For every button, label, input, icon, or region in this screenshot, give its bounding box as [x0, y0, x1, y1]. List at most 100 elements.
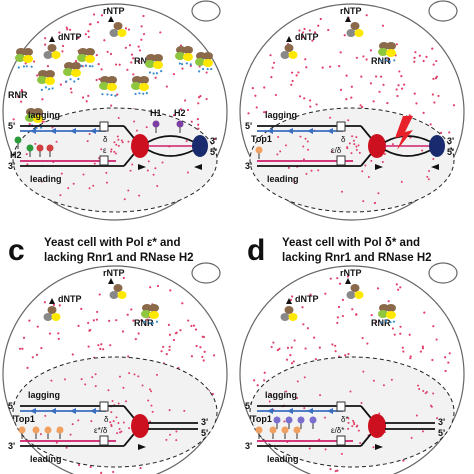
- nuclear-rntp-dot: [302, 158, 305, 161]
- dntp-dot: [152, 72, 155, 75]
- rntp-dot: [336, 469, 339, 472]
- rntp-dot: [376, 287, 380, 290]
- nuclear-rntp-dot: [150, 404, 153, 407]
- rntp-dot: [137, 45, 140, 48]
- incorporated-rntp-dot: [353, 143, 356, 146]
- rnr-subunit: [78, 48, 88, 56]
- nuclear-rntp-dot: [55, 140, 58, 143]
- rntp-dot: [338, 64, 341, 68]
- rntp-dot: [126, 313, 129, 316]
- incorporated-rntp-dot: [117, 144, 120, 147]
- rntp-dot: [431, 358, 434, 362]
- rntp-dot: [71, 353, 74, 356]
- okazaki-arrow: [307, 408, 313, 414]
- nuclear-rntp-dot: [421, 149, 424, 152]
- rntp-dot: [108, 319, 111, 322]
- nuclear-rntp-dot: [318, 438, 321, 441]
- nuclear-rntp-dot: [341, 190, 344, 193]
- rnr-subunit: [99, 82, 109, 90]
- rntp-dot: [311, 39, 314, 42]
- rntp-dot: [379, 75, 383, 78]
- rntp-dot: [26, 366, 29, 370]
- rntp-dot: [413, 60, 416, 63]
- rntp-dot: [87, 321, 90, 325]
- nuclear-rntp-dot: [303, 376, 306, 379]
- rntp-dot: [293, 339, 296, 342]
- rntp-dot: [93, 13, 96, 16]
- rntp-dot: [69, 87, 73, 90]
- dntp-dot: [114, 94, 117, 97]
- rntp-dot: [109, 52, 113, 56]
- rntp-dot: [369, 49, 373, 52]
- rntp-dot: [199, 346, 202, 349]
- rntp-dot: [382, 83, 385, 86]
- rntp-dot: [337, 305, 341, 309]
- nuclear-rntp-dot: [55, 441, 58, 444]
- nuclear-rntp-dot: [80, 378, 83, 381]
- rntp-dot: [95, 53, 98, 57]
- rntp-dot: [345, 74, 348, 77]
- rntp-dot: [100, 68, 103, 71]
- incorporated-rntp-dot: [118, 427, 121, 430]
- incorporated-rntp-dot: [352, 419, 355, 422]
- rntp-dot: [263, 379, 266, 382]
- rntp-dot: [87, 35, 90, 39]
- rntp-dot: [179, 108, 183, 111]
- rntp-dot: [336, 277, 339, 280]
- rntp-dot: [289, 354, 292, 357]
- incorporated-rntp-dot: [121, 141, 124, 144]
- rntp-dot: [95, 318, 98, 321]
- rnr-subunit: [203, 59, 213, 67]
- nuclear-rntp-dot: [183, 409, 186, 412]
- top1-marker: [18, 426, 26, 439]
- lagging-label: lagging: [28, 110, 60, 120]
- lagging-rntp-marker: [273, 416, 281, 429]
- leading-3prime-label: 3': [8, 161, 15, 171]
- lagging-rntp-marker: [285, 416, 293, 429]
- rnr-subunit: [141, 310, 151, 318]
- rntp-dot: [413, 92, 416, 95]
- nuclear-rntp-dot: [147, 160, 150, 163]
- rntp-dot: [362, 55, 365, 58]
- incorporated-rntp-dot: [115, 416, 118, 419]
- rntp-dot: [402, 350, 405, 353]
- rntp-dot: [156, 284, 160, 288]
- rntp-dot: [89, 328, 92, 332]
- cell-bud: [191, 262, 221, 284]
- rntp-dot: [138, 49, 142, 52]
- rntp-dot: [304, 347, 307, 350]
- nuclear-rntp-dot: [155, 373, 158, 376]
- rntp-dot: [437, 94, 440, 98]
- incorporated-rntp-dot: [350, 152, 353, 155]
- pin-head: [176, 120, 184, 128]
- dntp-cluster: [280, 306, 298, 321]
- incorporated-rntp-dot: [109, 421, 112, 424]
- dntp-dot: [178, 62, 181, 65]
- rntp-dot: [308, 29, 311, 32]
- rntp-dot: [183, 99, 187, 102]
- rntp-dot: [306, 327, 309, 330]
- nuclear-rntp-dot: [296, 380, 299, 383]
- rnase-h1-label: H1: [150, 108, 162, 118]
- rntp-dot: [81, 96, 85, 99]
- rntp-dot: [35, 353, 39, 356]
- rntp-dot: [413, 56, 416, 59]
- dntp-dot: [138, 92, 141, 95]
- nuclear-rntp-dot: [117, 117, 120, 120]
- rntp-dot: [425, 55, 428, 58]
- nuclear-rntp-dot: [88, 187, 91, 190]
- okazaki-arrow: [90, 128, 96, 134]
- nuclear-rntp-dot: [39, 433, 42, 436]
- nuclear-rntp-dot: [415, 414, 418, 417]
- rnr-subunit: [378, 310, 388, 318]
- rntp-dot: [154, 76, 157, 79]
- incorporated-rntp-dot: [356, 424, 359, 427]
- nuclear-rntp-dot: [92, 184, 95, 187]
- rntp-dot: [372, 100, 375, 103]
- rntp-dot: [98, 293, 101, 296]
- leading-label: leading: [30, 454, 62, 464]
- rnr-complex: [99, 76, 117, 97]
- rntp-dot: [58, 304, 61, 307]
- rntp-dot: [400, 75, 403, 78]
- nuclear-rntp-dot: [137, 375, 140, 378]
